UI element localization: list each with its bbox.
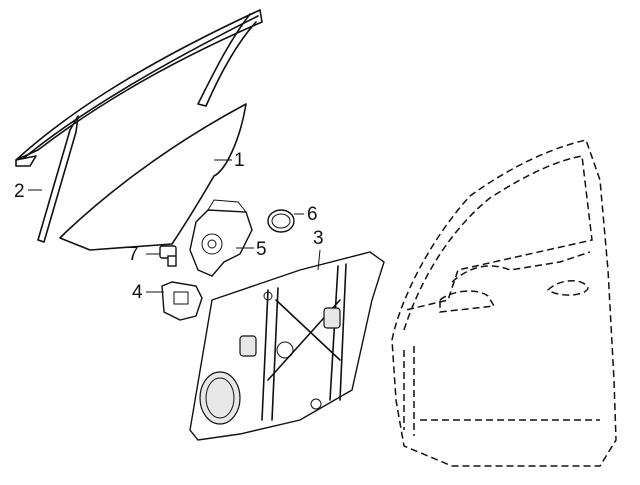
control-module-part [161,281,203,321]
leader-lines [28,159,321,293]
run-channel-part [15,9,263,243]
bolt-part [159,245,177,267]
regulator-panel-part [189,251,385,441]
door-glass-part [59,103,247,251]
callout-1: 1 [234,150,245,171]
callout-2: 2 [14,181,25,202]
callout-7: 7 [128,244,139,265]
window-motor-part [189,199,253,277]
seal-ring-part [267,209,295,233]
door-shell-outline [391,139,617,467]
callout-5: 5 [256,239,267,260]
callout-4: 4 [132,282,143,303]
callout-6: 6 [307,204,318,225]
callout-3: 3 [313,228,324,249]
